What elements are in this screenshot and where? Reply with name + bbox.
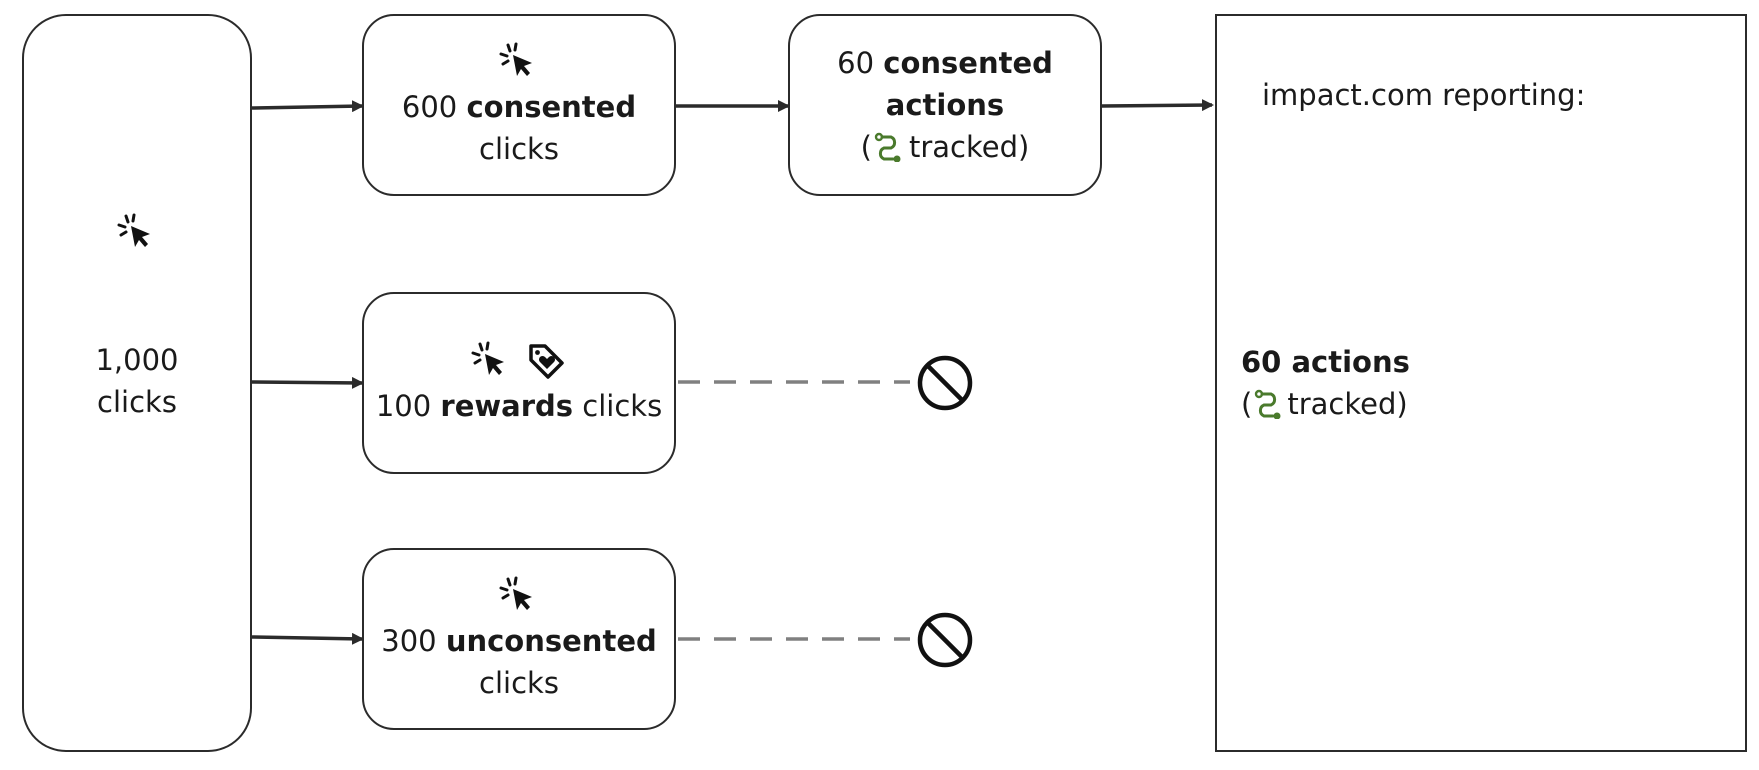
consented-actions-tracked: ( tracked): [861, 126, 1030, 168]
reporting-panel: impact.com reporting: 60 actions ( track…: [1215, 14, 1747, 752]
consented-clicks-count: 600: [401, 90, 458, 124]
consented-actions-line1: 60 consented: [837, 42, 1053, 84]
source-clicks-box: 1,000 clicks: [22, 14, 252, 752]
source-unit: clicks: [97, 385, 177, 419]
consented-clicks-box: 600 consented clicks: [362, 14, 676, 196]
arrow-source-to-consented: [251, 100, 364, 113]
prohibited-icon: [917, 355, 973, 411]
consented-actions-tracked-text: tracked): [908, 130, 1030, 164]
arrow-source-to-unconsented: [251, 632, 364, 645]
rewards-clicks-unit: clicks: [582, 389, 663, 423]
consented-actions-label1: consented: [883, 46, 1053, 80]
consented-clicks-line: 600 consented: [402, 86, 636, 128]
consented-clicks-unit: clicks: [479, 132, 559, 166]
reporting-result: 60 actions ( tracked): [1241, 341, 1410, 425]
rewards-clicks-line: 100 rewards clicks: [376, 385, 662, 427]
route-tracked-icon: [1255, 389, 1281, 419]
cursor-click-icon: [499, 576, 532, 610]
route-tracked-icon: [874, 132, 901, 162]
unconsented-clicks-unit: clicks: [479, 666, 559, 700]
consented-actions-box: 60 consented actions ( tracked): [788, 14, 1102, 196]
consented-actions-count: 60: [837, 46, 875, 80]
rewards-clicks-count: 100: [375, 389, 432, 423]
arrow-actions-to-report: [1101, 99, 1214, 112]
reporting-tracked: ( tracked): [1241, 383, 1410, 425]
cursor-click-icon: [117, 213, 150, 247]
source-count: 1,000: [95, 343, 179, 377]
cursor-click-icon: [499, 42, 532, 76]
rewards-clicks-box: 100 rewards clicks: [362, 292, 676, 474]
unconsented-clicks-line: 300 unconsented: [381, 620, 657, 662]
cursor-click-icon: [471, 341, 504, 375]
rewards-clicks-label: rewards: [440, 389, 574, 423]
consented-clicks-label: consented: [466, 90, 637, 124]
consented-actions-label2: actions: [885, 88, 1005, 122]
heart-tag-icon: [529, 344, 564, 379]
reporting-tracked-text: tracked): [1287, 387, 1408, 421]
reporting-heading: impact.com reporting:: [1262, 78, 1586, 112]
reporting-actions-count: 60 actions: [1241, 345, 1410, 379]
unconsented-clicks-box: 300 unconsented clicks: [362, 548, 676, 730]
arrow-source-to-rewards: [251, 376, 364, 389]
unconsented-clicks-count: 300: [381, 624, 437, 658]
prohibited-icon: [917, 612, 973, 668]
unconsented-clicks-label: unconsented: [445, 624, 657, 658]
